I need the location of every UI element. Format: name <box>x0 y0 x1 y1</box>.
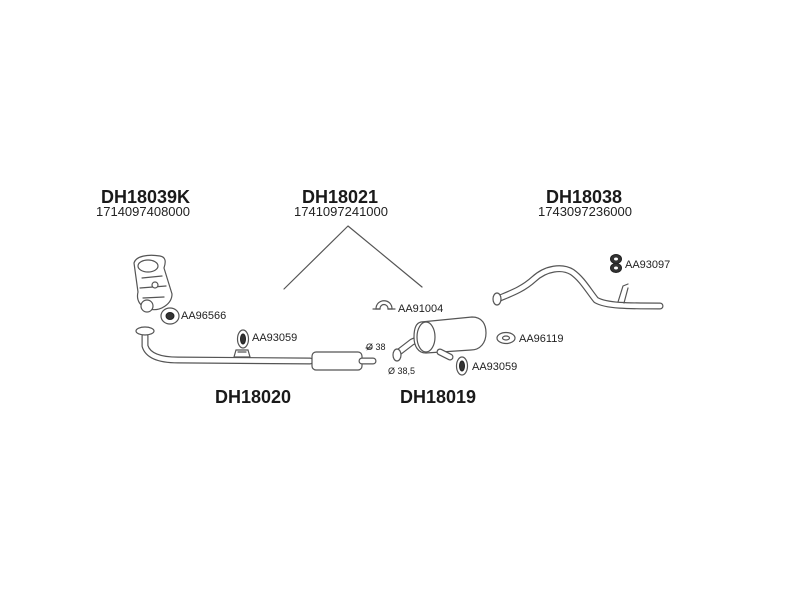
silencer-code-label: DH18019 <box>400 387 477 407</box>
tail-pipe <box>492 265 664 310</box>
front-gasket-part <box>236 329 250 349</box>
mid-number-label: 1741097241000 <box>294 204 388 219</box>
flange-gasket-part <box>496 331 516 345</box>
front-mount-part <box>160 307 180 325</box>
diameter-38-5-label: Ø 38,5 <box>388 366 416 376</box>
front-mount-label: AA96566 <box>181 310 227 322</box>
rear-hanger-label: AA93097 <box>625 259 671 271</box>
front-pipe-code-label: DH18020 <box>215 387 292 407</box>
cat-number-label: 1714097408000 <box>96 204 190 219</box>
rear-number-label: 1743097236000 <box>538 204 632 219</box>
middle-silencer <box>311 347 377 371</box>
front-gasket-label: AA93059 <box>252 332 298 344</box>
rear-hanger-part <box>610 254 622 273</box>
rear-silencer <box>392 316 487 362</box>
clamp-label: AA91004 <box>398 303 444 315</box>
rear-gasket-label: AA93059 <box>472 361 518 373</box>
mid-code-label: DH18021 <box>302 187 379 207</box>
diameter-38-label: Ø 38 <box>366 342 386 352</box>
flange-gasket-label: AA96119 <box>519 333 564 345</box>
rear-code-label: DH18038 <box>546 187 623 207</box>
cat-code-label: DH18039K <box>101 187 191 207</box>
rear-gasket-part <box>455 356 469 376</box>
clamp-part <box>372 300 396 310</box>
catalytic-converter <box>133 254 173 313</box>
front-pipe <box>135 326 314 365</box>
assembly-bracket-lines <box>283 225 423 290</box>
